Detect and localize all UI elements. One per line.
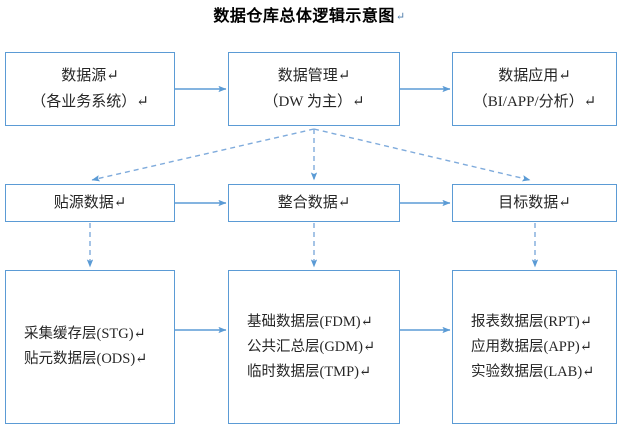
node-line: 目标数据↵ <box>498 195 571 211</box>
node-line: 贴元数据层(ODS)↵ <box>24 351 148 367</box>
node-layers-collection[interactable]: 采集缓存层(STG)↵ 贴元数据层(ODS)↵ <box>5 270 175 424</box>
arrow-manage-to-target <box>313 128 531 182</box>
node-line: 采集缓存层(STG)↵ <box>24 326 146 342</box>
node-line: 基础数据层(FDM)↵ <box>247 313 373 330</box>
node-target-data[interactable]: 目标数据↵ <box>452 184 617 222</box>
node-layers-application[interactable]: 报表数据层(RPT)↵ 应用数据层(APP)↵ 实验数据层(LAB)↵ <box>452 270 617 424</box>
node-line: 报表数据层(RPT)↵ <box>471 313 592 330</box>
arrow-manage-to-stage-src <box>91 128 315 182</box>
node-line: 数据源↵ <box>61 68 119 84</box>
page-title-text: 数据仓库总体逻辑示意图 <box>213 8 395 25</box>
node-source-aligned-data[interactable]: 贴源数据↵ <box>5 184 175 222</box>
node-data-source[interactable]: 数据源↵ （各业务系统）↵ <box>5 52 175 126</box>
node-line: 公共汇总层(GDM)↵ <box>247 338 376 355</box>
node-line: （各业务系统）↵ <box>31 94 149 110</box>
node-integrated-data[interactable]: 整合数据↵ <box>228 184 400 222</box>
node-line: （DW 为主）↵ <box>263 94 365 110</box>
node-line: 临时数据层(TMP)↵ <box>247 363 372 380</box>
node-line: 数据管理↵ <box>277 68 351 84</box>
node-layers-foundation[interactable]: 基础数据层(FDM)↵ 公共汇总层(GDM)↵ 临时数据层(TMP)↵ <box>228 270 400 424</box>
page-title: 数据仓库总体逻辑示意图↵ <box>0 7 619 27</box>
node-data-management[interactable]: 数据管理↵ （DW 为主）↵ <box>228 52 400 126</box>
node-line: 贴源数据↵ <box>53 195 127 211</box>
node-data-application[interactable]: 数据应用↵ （BI/APP/分析）↵ <box>452 52 617 126</box>
node-line: 数据应用↵ <box>498 68 571 84</box>
node-line: 应用数据层(APP)↵ <box>471 338 592 355</box>
paragraph-mark-icon: ↵ <box>395 11 406 23</box>
node-line: （BI/APP/分析）↵ <box>472 94 597 110</box>
node-line: 整合数据↵ <box>277 195 351 211</box>
node-line: 实验数据层(LAB)↵ <box>471 363 595 380</box>
